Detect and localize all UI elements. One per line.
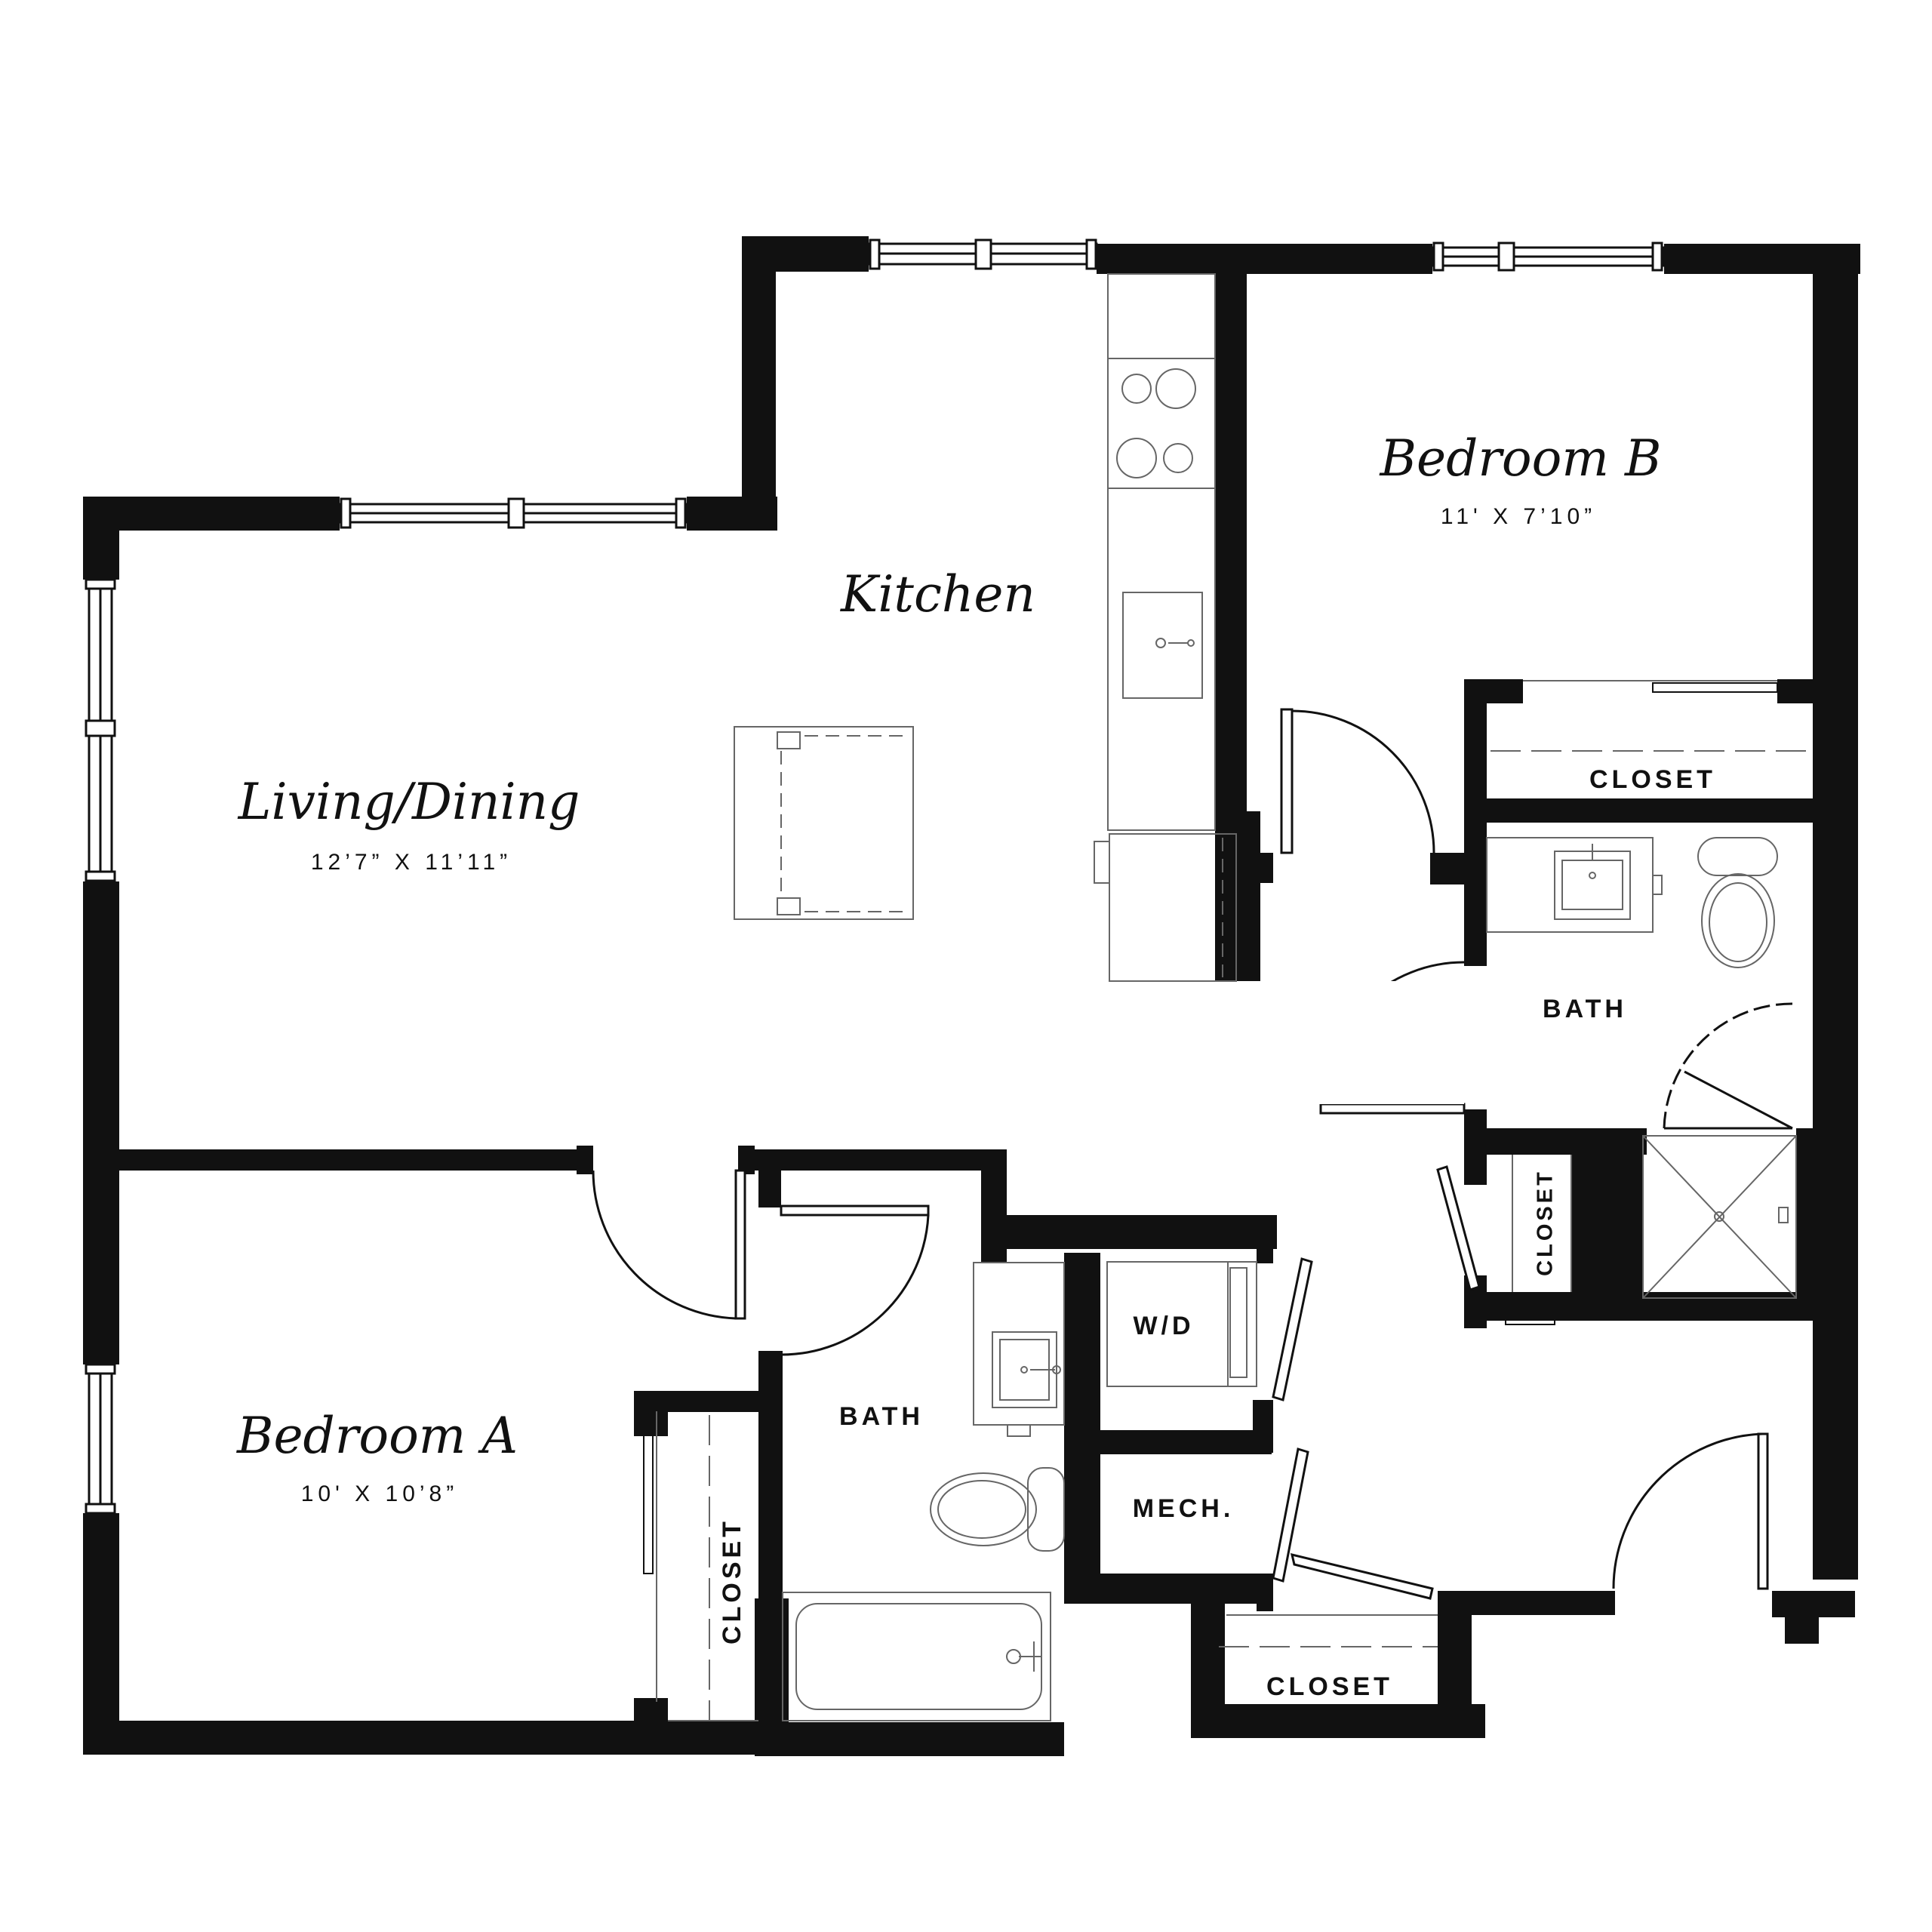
closet-label-bedroom-b: CLOSET	[1589, 765, 1716, 794]
wd-label: W/D	[1133, 1312, 1195, 1340]
room-name-bedroom-a: Bedroom A	[236, 1407, 518, 1465]
closet-label-entry: CLOSET	[1266, 1672, 1393, 1701]
room-name-bedroom-b: Bedroom B	[1380, 429, 1662, 488]
closet-label-hall: CLOSET	[1533, 1169, 1558, 1276]
bath-a-fixtures	[782, 1261, 1257, 1721]
interior-walls	[119, 272, 1815, 1747]
room-dims-living-dining: 12’7” X 11’11”	[310, 850, 512, 875]
room-name-kitchen: Kitchen	[841, 565, 1035, 623]
mech-label: MECH.	[1132, 1494, 1235, 1523]
closet-label-bedroom-a: CLOSET	[718, 1518, 746, 1644]
room-name-living-dining: Living/Dining	[238, 773, 580, 831]
closet-details	[643, 680, 1811, 1721]
bath-label-upper: BATH	[1543, 995, 1627, 1023]
kitchen-fixtures	[734, 273, 1237, 982]
room-dims-bedroom-b: 11' X 7’10”	[1440, 504, 1597, 529]
bath-b-fixtures	[1486, 837, 1797, 1299]
windows	[85, 238, 1666, 1515]
doors	[592, 708, 1793, 1600]
room-dims-bedroom-a: 10' X 10’8”	[300, 1481, 459, 1506]
bath-label-lower: BATH	[839, 1402, 924, 1431]
